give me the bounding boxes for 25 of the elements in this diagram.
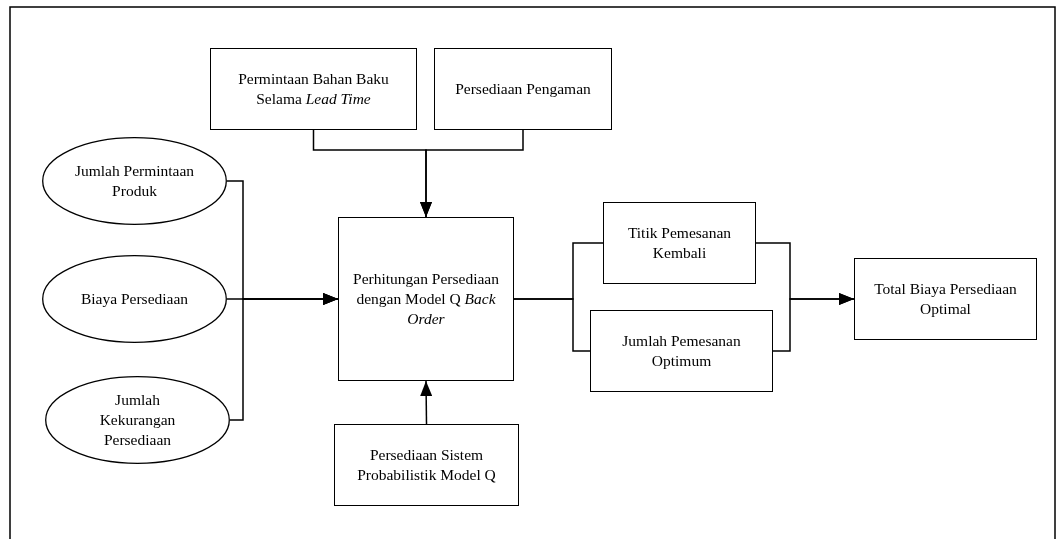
node-label: Total Biaya Persediaan Optimal [873,278,1018,319]
arrow [420,129,524,218]
input-ellipse [42,137,227,225]
process-box [210,48,417,130]
node-label: Biaya Persediaan [80,288,189,309]
process-box [854,258,1037,340]
node-label: Titik Pemesanan Kembali [626,222,733,263]
arrow [229,293,339,421]
input-ellipse [45,376,230,464]
process-box [590,310,773,392]
connector-line [513,298,591,352]
input-ellipse [42,255,227,343]
node-label: Perhitungan Persediaan dengan Model Q Back Order [352,268,500,330]
node-label: Persediaan Pengaman [455,78,591,99]
process-box [434,48,612,130]
arrow [772,293,855,352]
arrow [420,380,433,425]
process-box [334,424,519,506]
node-label: Jumlah Permintaan Produk [73,160,196,201]
node-label: Jumlah Kekurangan Persediaan [98,389,177,451]
node-label: Jumlah Pemesanan Optimum [621,330,742,371]
node-label: Persediaan Sistem Probabilistik Model Q [356,444,497,485]
process-box [338,217,514,381]
node-label: Permintaan Bahan Baku Selama Lead Time [237,68,390,109]
process-box [603,202,756,284]
